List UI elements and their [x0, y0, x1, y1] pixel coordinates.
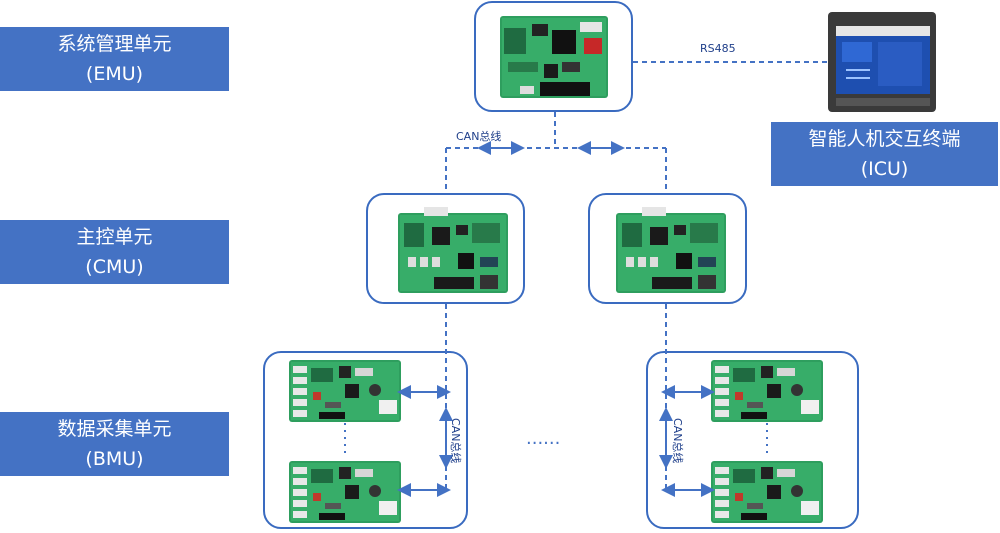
- middle-ellipsis: ......: [526, 428, 560, 449]
- cmu-label-code: (CMU): [85, 256, 144, 278]
- icu-label-code: (ICU): [860, 158, 909, 180]
- icu-label-name: 智能人机交互终端: [808, 128, 961, 150]
- bmu-board-left-bottom: [289, 461, 401, 523]
- emu-label-name: 系统管理单元: [57, 33, 172, 55]
- bmu-board-right-bottom: [711, 461, 823, 523]
- bmu-label-code: (BMU): [85, 448, 144, 470]
- bmu-board-right-top: [711, 360, 823, 422]
- cmu-label-name: 主控单元: [76, 226, 153, 248]
- rs485-text: RS485: [700, 42, 736, 55]
- cmu-label: 主控单元 (CMU): [0, 220, 229, 284]
- can-right-text: CAN总线: [671, 418, 685, 463]
- emu-label: 系统管理单元 (EMU): [0, 27, 229, 91]
- can-left-text: CAN总线: [449, 418, 463, 463]
- icu-label: 智能人机交互终端 (ICU): [771, 122, 998, 186]
- bmu-label: 数据采集单元 (BMU): [0, 412, 229, 476]
- bmu-board-left-top: [289, 360, 401, 422]
- bmu-label-name: 数据采集单元: [57, 418, 172, 440]
- emu-board-image: [500, 16, 608, 98]
- cmu-board-image-left: [398, 207, 508, 293]
- cmu-board-image-right: [616, 207, 726, 293]
- can-top-text: CAN总线: [456, 129, 501, 143]
- emu-label-code: (EMU): [85, 63, 144, 85]
- icu-panel-image: [828, 12, 936, 112]
